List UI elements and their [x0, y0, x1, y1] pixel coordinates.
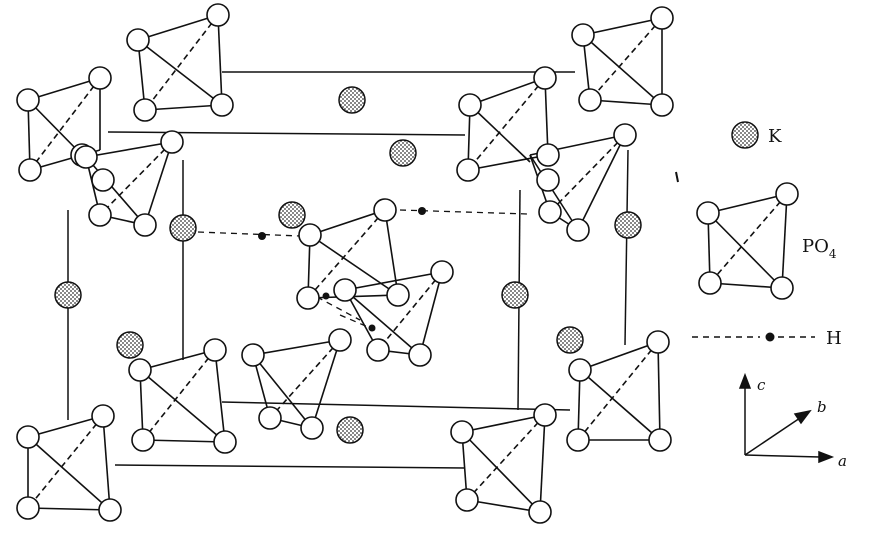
stray-mark — [675, 171, 679, 183]
hydrogen-bonds — [197, 209, 529, 331]
po4-tetrahedron — [27, 415, 111, 511]
a-axis-label: a — [838, 452, 847, 470]
legend-po4-label: PO4 — [802, 236, 837, 261]
c-axis-label: c — [757, 376, 766, 394]
c-axis-arrow-icon — [738, 372, 752, 389]
legend-po4-tetrahedron-icon — [707, 193, 788, 289]
po4-tetrahedron — [137, 14, 223, 111]
potassium-atoms — [54, 86, 642, 444]
po4-tetrahedra — [27, 14, 788, 513]
legend: K PO4 H — [692, 121, 842, 349]
b-axis-label: b — [817, 398, 827, 416]
crystal-axes — [738, 372, 835, 464]
hydrogen-atoms — [258, 207, 426, 332]
po4-tetrahedron — [467, 77, 549, 171]
legend-k-label: K — [768, 126, 782, 147]
legend-k-atom-icon — [731, 121, 759, 149]
po4-tetrahedron — [139, 349, 226, 443]
po4-tetrahedron — [577, 341, 661, 441]
legend-h-atom-icon — [765, 332, 775, 342]
a-axis-arrow-icon — [818, 450, 835, 464]
b-axis-arrow-icon — [793, 409, 812, 425]
oxygen-atoms — [16, 3, 799, 524]
po4-tetrahedron — [529, 134, 626, 231]
legend-h-label: H — [826, 328, 842, 349]
